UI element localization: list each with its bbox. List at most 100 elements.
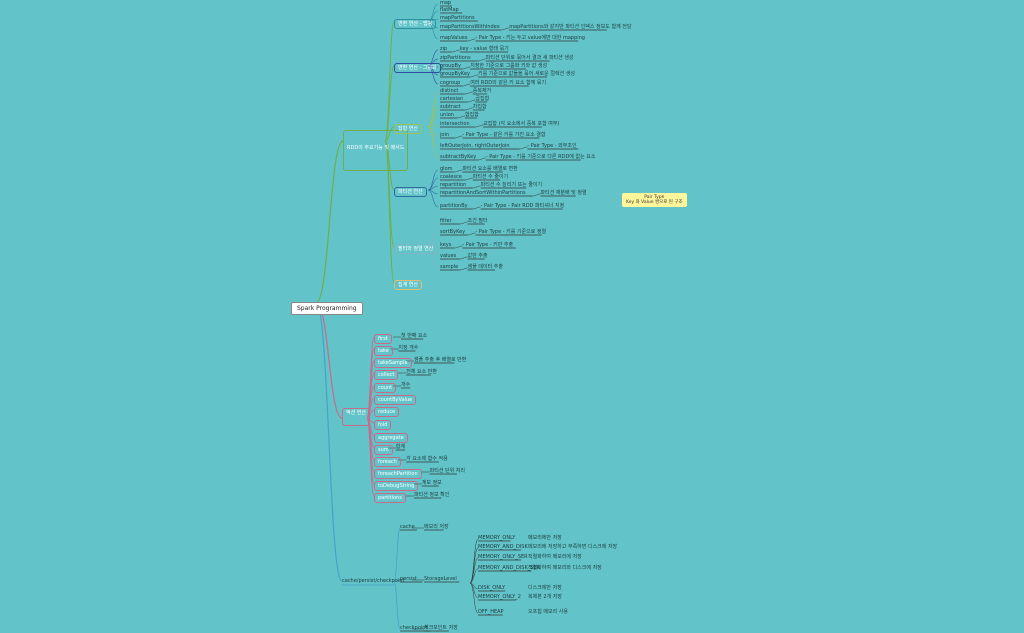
item-desc-2-3[interactable]: 합집합 (465, 112, 479, 118)
item-desc-3-4[interactable]: - Pair Type - Pair RDD 파티셔너 지정 (480, 203, 565, 209)
item-2-0[interactable]: distinct (440, 88, 459, 94)
group-1[interactable]: 변환 연산 - 그룹화 (394, 63, 441, 73)
item-desc-4-1[interactable]: - Pair Type - 키를 기준으로 정렬 (475, 229, 547, 235)
item-desc-1-3[interactable]: 키를 기준으로 값들을 묶어 새로운 컬렉션 생성 (478, 71, 575, 77)
group-2[interactable]: 집합 연산 (394, 124, 422, 134)
item-2-5[interactable]: join (440, 132, 450, 138)
item-desc-2-6[interactable]: - Pair Type - 외부조인 (527, 143, 577, 149)
item-3-3[interactable]: repartitionAndSortWithinPartitions (440, 190, 526, 196)
item-2-2[interactable]: subtract (440, 104, 461, 110)
item-desc-1-4[interactable]: 여러 RDD의 같은 키 요소 함께 묶기 (470, 80, 547, 86)
item-2-7[interactable]: subtractByKey (440, 154, 477, 160)
action-desc-1[interactable]: 지정 개수 (398, 345, 419, 351)
item-desc-4-4[interactable]: 샘플 데이터 추출 (467, 264, 503, 270)
branch-actions[interactable]: 액션 연산 (342, 408, 370, 426)
item-3-4[interactable]: partitionBy (440, 203, 468, 209)
persist-item-0[interactable]: cache (400, 524, 415, 530)
item-0-1[interactable]: flatMap (440, 7, 459, 13)
item-1-2[interactable]: groupBy (440, 63, 461, 69)
item-1-4[interactable]: cogroup (440, 80, 461, 86)
item-1-0[interactable]: zip (440, 46, 448, 52)
action-1[interactable]: take (374, 346, 393, 356)
item-desc-3-0[interactable]: 파티션 요소를 배열로 변환 (462, 166, 518, 172)
item-desc-1-1[interactable]: 파티션 단위로 묶어서 결과 새 파티션 생성 (485, 55, 574, 61)
item-4-1[interactable]: sortByKey (440, 229, 466, 235)
persist-desc-2[interactable]: 체크포인트 저장 (424, 625, 458, 631)
item-4-2[interactable]: keys (440, 242, 452, 248)
item-desc-2-5[interactable]: - Pair Type - 같은 키를 가진 요소 결합 (462, 132, 546, 138)
item-desc-1-2[interactable]: 지정한 기준으로 그룹화 키와 값 생성 (470, 63, 548, 69)
item-desc-4-0[interactable]: 조건 필터 (467, 218, 488, 224)
item-desc-3-3[interactable]: 파티션 재분배 및 정렬 (540, 190, 587, 196)
item-desc-0-3[interactable]: mapPartitions와 같지만 파티션 인덱스 정보도 함께 전달 (509, 24, 632, 30)
item-2-3[interactable]: union (440, 112, 454, 118)
branch-rdd-functions[interactable]: RDD의 주요기능 및 메서드 (343, 130, 409, 171)
item-desc-4-3[interactable]: 값만 추출 (467, 253, 488, 259)
item-0-2[interactable]: mapPartitions (440, 15, 475, 21)
action-12[interactable]: toDebugString (374, 481, 419, 491)
item-4-4[interactable]: sample (440, 264, 459, 270)
action-8[interactable]: aggregate (374, 433, 408, 443)
persist-item-2[interactable]: checkpoint (400, 625, 428, 631)
item-1-3[interactable]: groupByKey (440, 71, 470, 77)
item-2-1[interactable]: cartesian (440, 96, 464, 102)
item-desc-1-0[interactable]: key - value 형태 묶기 (459, 46, 509, 52)
item-2-6[interactable]: leftOuterJoin, rightOuterJoin (440, 143, 510, 149)
action-desc-12[interactable]: 계보 정보 (421, 480, 442, 486)
item-desc-3-2[interactable]: 파티션 수 늘리기 또는 줄이기 (480, 182, 543, 188)
branch-persistence[interactable]: cache/persist/checkpoint (342, 578, 405, 584)
action-3[interactable]: collect (374, 370, 399, 380)
item-desc-0-4[interactable]: - Pair Type - 키는 두고 value에만 대한 mapping (475, 35, 585, 41)
persist-desc-1[interactable]: StorageLevel (424, 576, 457, 582)
level-desc-1[interactable]: 메모리에 저장하고 부족하면 디스크에 저장 (528, 544, 618, 550)
item-0-3[interactable]: mapPartitionsWithIndex (440, 24, 500, 30)
level-desc-0[interactable]: 메모리에만 저장 (528, 535, 562, 541)
action-7[interactable]: fold (374, 420, 392, 430)
group-4[interactable]: 필터와 정렬 연산 (394, 244, 438, 254)
group-3[interactable]: 파티션 연산 (394, 187, 427, 197)
level-5[interactable]: MEMORY_ONLY_2 (478, 594, 521, 600)
action-0[interactable]: first (374, 334, 392, 344)
level-4[interactable]: DISK_ONLY (478, 585, 506, 591)
item-4-3[interactable]: values (440, 253, 457, 259)
item-desc-2-4[interactable]: 교집합 (각 요소에서 중복 포함 여부) (483, 121, 560, 127)
level-desc-4[interactable]: 디스크에만 저장 (528, 585, 562, 591)
action-desc-3[interactable]: 전체 요소 반환 (406, 369, 437, 375)
level-desc-5[interactable]: 복제본 2개 저장 (528, 594, 562, 600)
item-3-2[interactable]: repartition (440, 182, 467, 188)
item-desc-2-7[interactable]: - Pair Type - 키를 기준으로 다른 RDD에 없는 요소 (485, 154, 596, 160)
level-desc-6[interactable]: 오프힙 메모리 사용 (528, 609, 568, 615)
action-5[interactable]: countByValue (374, 395, 417, 405)
item-3-1[interactable]: coalesce (440, 174, 462, 180)
action-desc-13[interactable]: 파티션 정보 확인 (414, 492, 450, 498)
level-desc-3[interactable]: 직렬화하여 메모리와 디스크에 저장 (528, 565, 602, 571)
action-desc-2[interactable]: 샘플 추출 후 배열로 반환 (414, 357, 467, 363)
root-node[interactable]: Spark Programming (291, 302, 363, 315)
action-desc-9[interactable]: 합계 (395, 444, 405, 450)
level-6[interactable]: OFF_HEAP (478, 609, 504, 615)
item-desc-4-2[interactable]: - Pair Type - 키만 추출 (462, 242, 514, 248)
persist-desc-0[interactable]: 메모리 저장 (424, 524, 449, 530)
item-4-0[interactable]: filter (440, 218, 452, 224)
action-10[interactable]: foreach (374, 457, 401, 467)
action-desc-10[interactable]: 각 요소에 함수 적용 (406, 456, 448, 462)
action-13[interactable]: partitions (374, 493, 406, 503)
item-1-1[interactable]: zipPartitions (440, 55, 471, 61)
action-desc-0[interactable]: 첫 번째 요소 (401, 333, 428, 339)
item-0-4[interactable]: mapValues (440, 35, 468, 41)
action-6[interactable]: reduce (374, 407, 400, 417)
level-2[interactable]: MEMORY_ONLY_SER (478, 554, 528, 560)
group-5[interactable]: 집계 연산 (394, 280, 422, 290)
item-desc-2-2[interactable]: 차집합 (472, 104, 487, 110)
level-3[interactable]: MEMORY_AND_DISK_SER (478, 565, 541, 571)
item-desc-2-0[interactable]: 중복제거 (472, 88, 492, 94)
action-desc-11[interactable]: 파티션 단위 처리 (429, 468, 465, 474)
action-9[interactable]: sum (374, 445, 393, 455)
item-2-4[interactable]: intersection (440, 121, 470, 127)
item-desc-3-1[interactable]: 파티션 수 줄이기 (472, 174, 509, 180)
action-11[interactable]: foreachPartition (374, 469, 422, 479)
item-3-0[interactable]: glom (440, 166, 453, 172)
level-desc-2[interactable]: 직렬화하여 메모리에 저장 (528, 554, 582, 560)
action-2[interactable]: takeSample (374, 358, 412, 368)
item-0-0[interactable]: map (440, 0, 452, 6)
